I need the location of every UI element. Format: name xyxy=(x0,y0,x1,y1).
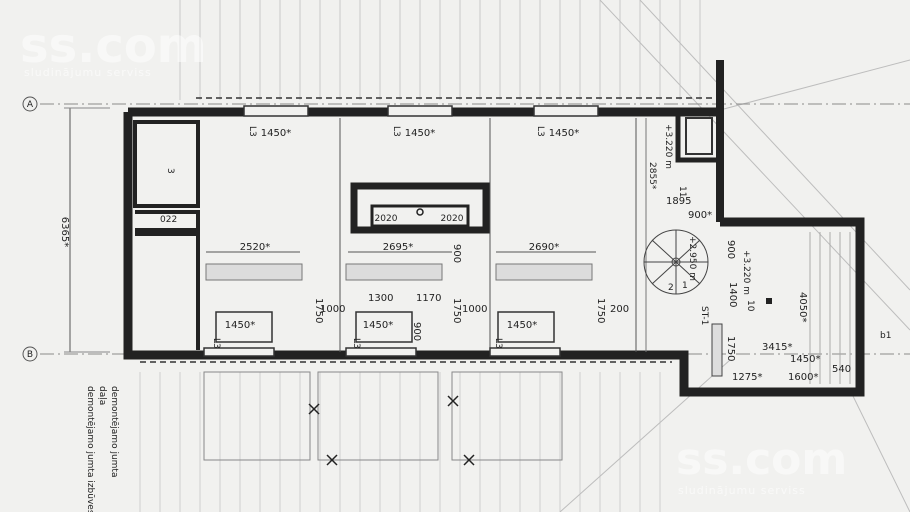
dim-200: 200 xyxy=(610,304,629,315)
bottom-window-1-width: 1450* xyxy=(225,320,255,331)
dim-900-top: 900 xyxy=(451,244,462,263)
axis-label-a: A xyxy=(27,100,34,110)
top-window-2-tag: L3 xyxy=(391,126,401,137)
landing-number: 10 xyxy=(745,300,755,312)
room-width-center: 2695* xyxy=(383,242,413,253)
bottom-window-1-tag: L3 xyxy=(211,338,221,349)
top-window-1-tag: L3 xyxy=(247,126,257,137)
overall-height-dimension: 6365* xyxy=(59,107,110,353)
landing-1750: 1750 xyxy=(725,336,736,361)
chimney-island: 2020 2020 xyxy=(350,182,490,234)
column-tag: ST-1 xyxy=(699,306,709,325)
stair-height-mark: +3.220 m xyxy=(663,124,673,169)
roof-diagonals xyxy=(559,0,910,512)
island-tag-left: 2020 xyxy=(375,214,398,224)
bottom-1275: 1275* xyxy=(732,372,762,383)
watermark-tagline-bottom: sludinājumu serviss xyxy=(678,484,806,497)
top-window-2-width: 1450* xyxy=(405,128,435,139)
roof-hatching-bottom xyxy=(139,372,661,512)
top-window-3-width: 1450* xyxy=(549,128,579,139)
stair-step-2: 2 xyxy=(668,283,674,293)
closet-tag: 022 xyxy=(160,215,177,225)
spiral-stair xyxy=(643,229,709,295)
bottom-window-2-width: 1450* xyxy=(363,320,393,331)
landing-900: 900 xyxy=(725,240,736,259)
bottom-3415: 3415* xyxy=(762,342,792,353)
stair-step-1: 1 xyxy=(682,281,688,291)
dim-1000-center: 1000 xyxy=(462,304,487,315)
overall-height-label: 6365* xyxy=(59,217,70,247)
bottom-540: 540 xyxy=(832,364,851,375)
note-line-1: demontējamo jumta izbūves daļa xyxy=(85,386,95,512)
shelf-bands xyxy=(205,263,593,281)
stair-length: 2855* xyxy=(647,162,657,190)
landing-height-mark: +3.220 m xyxy=(741,250,751,295)
dim-1750-center: 1750 xyxy=(451,298,462,323)
stair-level: +2.950 m xyxy=(687,236,697,281)
note-line-2: daļa xyxy=(97,386,107,405)
watermark-tagline-top: sludinājumu serviss xyxy=(24,66,152,79)
dim-1000-left: 1000 xyxy=(320,304,345,315)
watermark-brand-bottom: ss.com xyxy=(676,434,847,485)
note-line-3: demontējamo jumta xyxy=(109,386,119,477)
top-windows xyxy=(243,105,599,117)
landing-hatching xyxy=(809,232,851,384)
dim-900-bottom: 900 xyxy=(411,322,422,341)
dim-1170: 1170 xyxy=(416,293,441,304)
room-width-left: 2520* xyxy=(240,242,270,253)
stair-width: 1895 xyxy=(666,196,691,207)
bottom-window-2-tag: L3 xyxy=(351,338,361,349)
top-window-1-width: 1450* xyxy=(261,128,291,139)
grid-axis-a: A xyxy=(22,96,38,112)
parapet-outline xyxy=(140,97,714,363)
dim-1300: 1300 xyxy=(368,293,393,304)
dim-1750-left: 1750 xyxy=(313,298,324,323)
island-tag-right: 2020 xyxy=(441,214,464,224)
bottom-window-labels: 1450* 1450* 1450* L3 L3 L3 xyxy=(211,320,537,349)
cross-markers xyxy=(308,395,475,466)
bottom-window-3-tag: L3 xyxy=(493,338,503,349)
shaft-box xyxy=(685,117,713,155)
bottom-windows xyxy=(203,311,561,357)
bottom-1450: 1450* xyxy=(790,354,820,365)
watermark-brand-top: ss.com xyxy=(20,18,207,74)
stair-number: 11 xyxy=(677,186,687,197)
grid-axis-b: B xyxy=(22,346,38,362)
closet-number: 3 xyxy=(165,168,175,174)
stair-900: 900* xyxy=(688,210,712,221)
axis-label-b: B xyxy=(27,350,33,360)
bottom-window-3-width: 1450* xyxy=(507,320,537,331)
room-width-right: 2690* xyxy=(529,242,559,253)
landing-pier xyxy=(711,323,723,377)
landing-1400: 1400 xyxy=(727,282,738,307)
top-window-labels: 1450* 1450* 1450* L3 L3 L3 xyxy=(247,126,579,139)
side-cut-label: b1 xyxy=(880,331,891,341)
landing-point xyxy=(766,298,772,304)
top-window-3-tag: L3 xyxy=(535,126,545,137)
landing-4050: 4050* xyxy=(797,292,808,322)
lower-roof-structure xyxy=(203,371,563,461)
dim-1750-right: 1750 xyxy=(595,298,606,323)
roof-hatching-top xyxy=(179,0,701,100)
bottom-1600: 1600* xyxy=(788,372,818,383)
